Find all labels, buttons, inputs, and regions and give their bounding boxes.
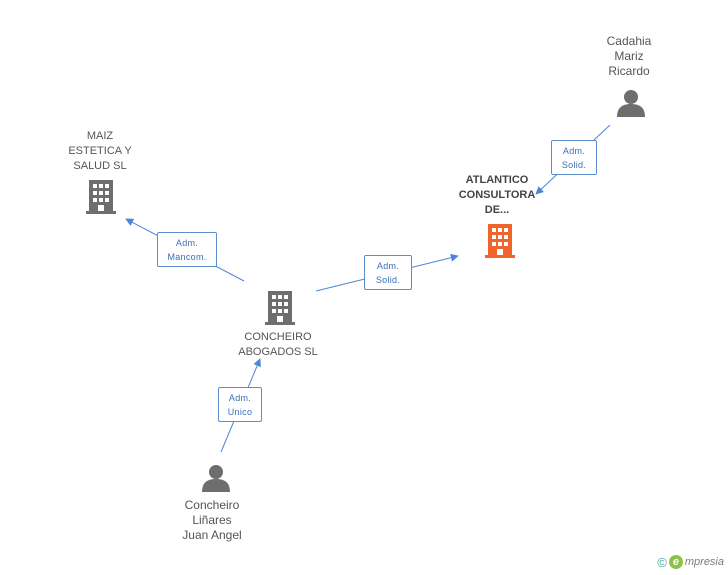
node-label-concheiro-person[interactable]: Concheiro Liñares Juan Angel	[172, 498, 252, 543]
relation-line: Solid.	[375, 275, 401, 285]
person-icon[interactable]	[617, 90, 645, 117]
label-line: ABOGADOS SL	[238, 346, 318, 358]
label-line: ESTETICA Y	[68, 145, 132, 157]
brand-name: mpresia	[684, 556, 724, 568]
relation-adm-unico[interactable]: Adm. Unico	[218, 387, 262, 422]
relation-line: Adm.	[562, 146, 586, 156]
label-line: Cadahia	[606, 34, 652, 48]
node-label-atlantico[interactable]: ATLANTICO CONSULTORA DE...	[452, 173, 542, 218]
relation-line: Unico	[227, 407, 253, 417]
copyright-icon: ©	[657, 554, 667, 570]
relation-line: Solid.	[561, 160, 587, 170]
label-line: Juan Angel	[182, 528, 242, 542]
node-label-concheiro-abogados[interactable]: CONCHEIRO ABOGADOS SL	[228, 330, 328, 360]
label-line: DE...	[484, 204, 510, 216]
relation-line: Adm.	[376, 261, 400, 271]
node-label-maiz[interactable]: MAIZ ESTETICA Y SALUD SL	[60, 129, 140, 174]
building-icon[interactable]	[485, 224, 515, 258]
building-icon[interactable]	[86, 180, 116, 214]
building-icon[interactable]	[265, 291, 295, 325]
empresia-logo-icon: e	[668, 555, 683, 569]
label-line: Mariz	[614, 49, 644, 63]
label-line: CONCHEIRO	[244, 331, 312, 343]
brand-logo[interactable]: © e mpresia	[657, 552, 724, 572]
node-label-cadahia[interactable]: Cadahia Mariz Ricardo	[589, 34, 669, 79]
relation-adm-solid-1[interactable]: Adm. Solid.	[364, 255, 412, 290]
label-line: MAIZ	[86, 130, 114, 142]
label-line: CONSULTORA	[458, 189, 536, 201]
label-line: Concheiro	[184, 498, 240, 512]
person-icon[interactable]	[202, 465, 230, 492]
relation-line: Adm.	[228, 393, 252, 403]
label-line: ATLANTICO	[465, 174, 529, 186]
relation-line: Mancom.	[167, 252, 207, 262]
relation-adm-solid-2[interactable]: Adm. Solid.	[551, 140, 597, 175]
label-line: SALUD SL	[73, 160, 127, 172]
label-line: Liñares	[192, 513, 232, 527]
relation-line: Adm.	[175, 238, 199, 248]
relation-adm-mancom[interactable]: Adm. Mancom.	[157, 232, 217, 267]
label-line: Ricardo	[608, 64, 650, 78]
